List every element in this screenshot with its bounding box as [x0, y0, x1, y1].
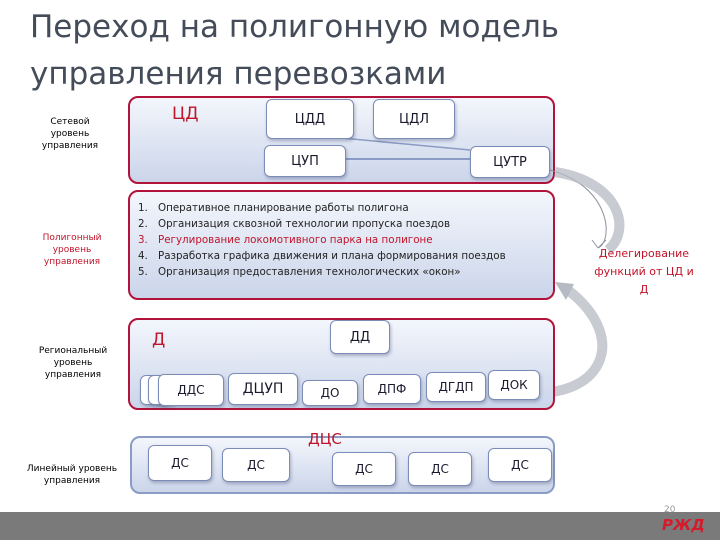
task-item: 5.Организация предоставления технологиче… [138, 266, 461, 278]
regional-level-label: Региональный уровень управления [38, 346, 108, 380]
cdl-box: ЦДЛ [373, 99, 455, 139]
dcs-label: ДЦС [308, 430, 342, 448]
cutr-box: ЦУТР [470, 146, 550, 178]
ds-box-1: ДС [148, 445, 212, 481]
polygon-task-list: 1.Оперативное планирование работы полиго… [138, 200, 538, 280]
delegation-arrowhead [555, 282, 574, 300]
task-item: 4.Разработка графика движения и плана фо… [138, 250, 506, 262]
dgdp-box: ДГДП [426, 372, 486, 402]
cd-label: ЦД [172, 104, 199, 124]
delegation-label: Делегирование функций от ЦД и Д [594, 247, 694, 296]
dok-box: ДОК [488, 370, 540, 400]
task-item: 1.Оперативное планирование работы полиго… [138, 202, 409, 214]
task-item: 2.Организация сквозной технологии пропус… [138, 218, 451, 230]
polygon-level-label: Полигонный уровень управления [42, 233, 102, 267]
dd-box: ДД [330, 320, 390, 354]
ds-box-5: ДС [488, 448, 552, 482]
rzd-logo: РЖД [662, 516, 705, 534]
cup-box: ЦУП [264, 145, 346, 177]
page-number: 20 [664, 505, 676, 515]
slide-title: Переход на полигонную модель управления … [30, 9, 560, 92]
do-box: ДО [302, 380, 358, 406]
polygon-panel [128, 190, 555, 300]
footer-bar [0, 512, 720, 540]
delegation-arrow-top [554, 167, 625, 254]
ds-box-3: ДС [332, 452, 396, 486]
linear-level-label: Линейный уровень управления [26, 464, 118, 486]
dds-box: ДДС [158, 374, 224, 406]
d-label: Д [152, 330, 166, 350]
ds-box-4: ДС [408, 452, 472, 486]
cdd-box: ЦДД [266, 99, 354, 139]
dpf-box: ДПФ [363, 374, 421, 404]
dcup-box: ДЦУП [228, 373, 298, 405]
network-level-label: Сетевой уровень управления [41, 117, 99, 151]
ds-box-2: ДС [222, 448, 290, 482]
task-item: 3.Регулирование локомотивного парка на п… [138, 234, 433, 246]
